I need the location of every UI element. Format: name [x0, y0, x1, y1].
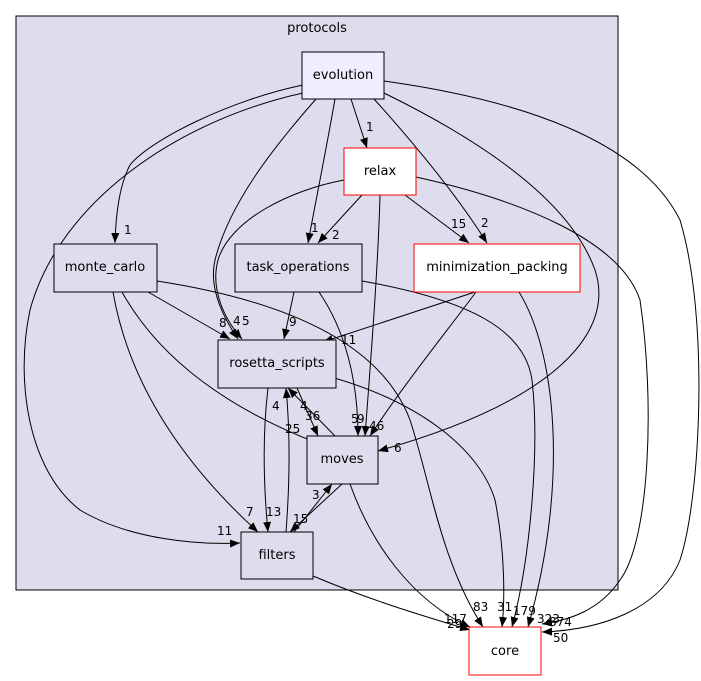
edge-relax-task-operations[interactable]: 2 — [317, 194, 363, 244]
edge-label: 2 — [481, 216, 489, 230]
edge-filters-moves[interactable]: 3 — [293, 483, 333, 533]
edge-label: 1 — [311, 221, 319, 235]
edge-evolution-task-operations[interactable]: 1 — [305, 98, 336, 244]
edge-label: 1 — [124, 223, 132, 237]
edge-label: 46 — [369, 419, 384, 433]
node-task-operations[interactable]: task_operations — [234, 243, 363, 293]
edge-label: 8 — [219, 316, 227, 330]
edge-relax-core[interactable]: 874 — [415, 176, 649, 629]
edge-label: 874 — [549, 615, 572, 629]
node-label: task_operations — [246, 260, 349, 275]
edge-evolution-relax[interactable]: 1 — [350, 98, 374, 149]
edge-label: 13 — [266, 505, 281, 519]
nodes: evolution relax monte_carlo task_operati… — [53, 51, 581, 676]
edge-monte-carlo-filters[interactable]: 7 — [112, 291, 259, 533]
edge-label: 11 — [217, 524, 232, 538]
edge-label: 4 — [272, 399, 280, 413]
edge-rosetta-scripts-core[interactable]: 31 — [319, 373, 512, 628]
edge-label: 11 — [341, 333, 356, 347]
edge-filters-core[interactable]: 29 — [312, 575, 471, 631]
edge-label: 1 — [366, 120, 374, 134]
edge-minimization-packing-core[interactable]: 323 — [518, 291, 560, 628]
edge-rosetta-scripts-filters[interactable]: 13 — [263, 387, 281, 533]
edge-label: 323 — [537, 612, 560, 626]
edge-task-operations-rosetta-scripts[interactable]: 9 — [282, 291, 297, 340]
node-label: rosetta_scripts — [229, 356, 325, 371]
edge-evolution-core[interactable]: 50 — [383, 80, 700, 645]
edge-relax-moves[interactable]: 9 — [357, 194, 381, 437]
edge-label: 25 — [285, 422, 300, 436]
edge-rosetta-scripts-moves[interactable]: 36 — [296, 387, 320, 437]
edge-moves-rosetta-scripts[interactable]: 4 — [287, 387, 336, 437]
node-label: filters — [258, 548, 295, 563]
edge-monte-carlo-rosetta-scripts[interactable]: 8 — [147, 291, 231, 340]
edge-monte-carlo-core[interactable]: 83 — [156, 280, 488, 628]
node-monte-carlo[interactable]: monte_carlo — [53, 243, 158, 293]
node-relax[interactable]: relax — [343, 147, 417, 196]
edge-label: 3 — [312, 488, 320, 502]
edge-label: 31 — [497, 600, 512, 614]
edge-label: 50 — [553, 631, 568, 645]
node-filters[interactable]: filters — [240, 531, 314, 580]
edge-label: 5 — [351, 412, 359, 426]
node-label: core — [491, 644, 519, 659]
edge-label: 29 — [447, 617, 462, 631]
edge-minimization-packing-rosetta-scripts[interactable]: 11 — [322, 291, 476, 347]
node-label: relax — [364, 164, 397, 179]
edge-label: 5 — [242, 314, 250, 328]
node-label: moves — [320, 452, 363, 467]
edge-label: 117 — [444, 612, 467, 626]
edge-label: 9 — [289, 315, 297, 329]
edge-label: 83 — [473, 600, 488, 614]
edge-evolution-rosetta-scripts[interactable]: 4 — [212, 98, 317, 340]
cluster-title: protocols — [287, 21, 347, 36]
edge-evolution-monte-carlo[interactable]: 1 — [111, 84, 304, 244]
edge-moves-core[interactable]: 117 — [349, 483, 471, 628]
edge-moves-filters[interactable]: 15 — [289, 483, 343, 533]
edge-minimization-packing-moves[interactable]: 46 — [369, 291, 477, 437]
edge-label: 4 — [300, 399, 308, 413]
edge-evolution-filters[interactable]: 11 — [23, 92, 304, 548]
edge-label: 36 — [305, 409, 320, 423]
node-evolution[interactable]: evolution — [301, 51, 385, 100]
edge-evolution-minimization-packing[interactable]: 2 — [373, 98, 489, 244]
edge-label: 7 — [246, 505, 254, 519]
node-rosetta-scripts[interactable]: rosetta_scripts — [217, 339, 337, 389]
edge-task-operations-moves[interactable]: 5 — [318, 291, 362, 437]
edge-label: 15 — [293, 512, 308, 526]
node-label: evolution — [313, 68, 373, 83]
node-moves[interactable]: moves — [306, 435, 379, 485]
node-label: monte_carlo — [65, 260, 146, 275]
edge-relax-minimization-packing[interactable]: 15 — [404, 194, 470, 244]
edge-filters-rosetta-scripts[interactable]: 4 — [272, 387, 291, 533]
edge-task-operations-core[interactable]: 179 — [361, 280, 536, 628]
edges: 1 1 1 2 11 4 6 — [23, 80, 700, 645]
node-label: minimization_packing — [426, 260, 568, 275]
node-core[interactable]: core — [468, 626, 542, 676]
edge-label: 179 — [513, 604, 536, 618]
node-minimization-packing[interactable]: minimization_packing — [413, 243, 581, 293]
edge-label: 2 — [332, 228, 340, 242]
edge-evolution-moves[interactable]: 6 — [377, 92, 600, 455]
edge-label: 4 — [233, 314, 241, 328]
edge-label: 15 — [451, 217, 466, 231]
edge-label: 9 — [357, 412, 365, 426]
protocols-cluster[interactable]: protocols — [15, 15, 619, 591]
edge-relax-rosetta-scripts[interactable]: 5 — [215, 179, 345, 340]
edge-label: 6 — [394, 441, 402, 455]
